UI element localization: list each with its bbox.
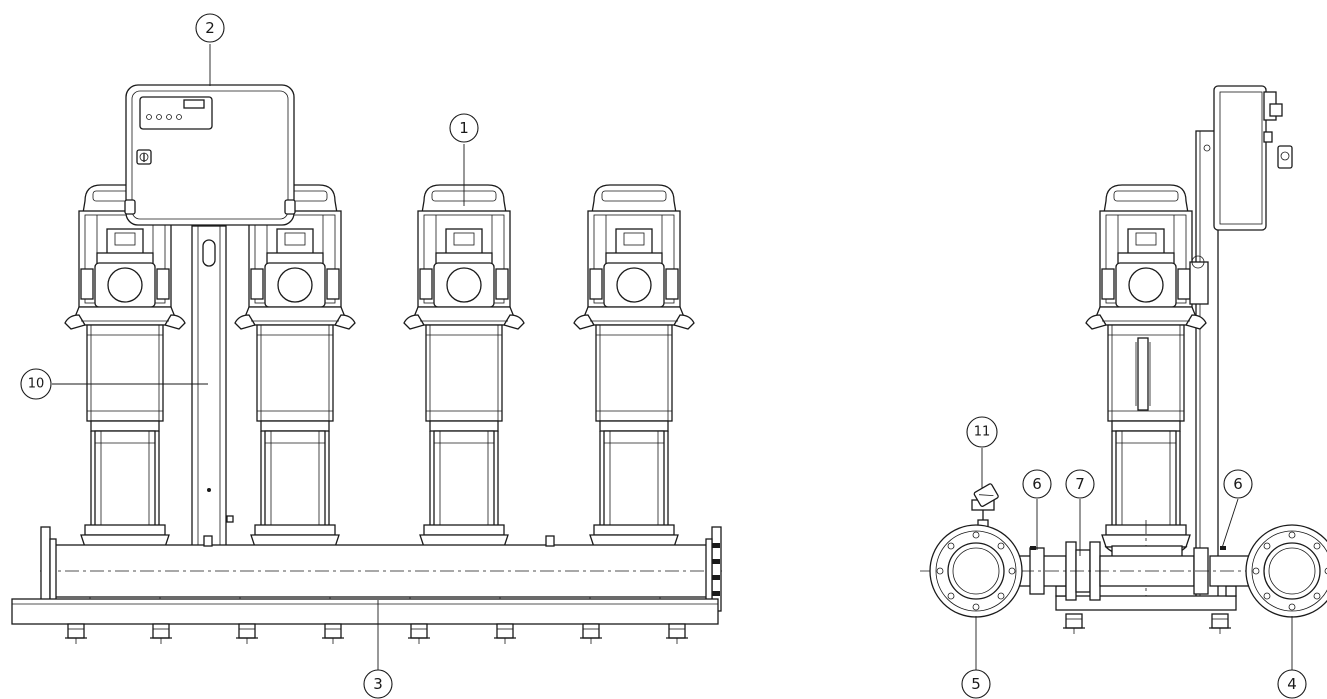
callout-6-right: 6 xyxy=(1223,469,1253,499)
mast xyxy=(1195,130,1219,602)
pump-3 xyxy=(403,184,525,558)
pressure-gauge xyxy=(971,483,999,531)
callout-10-label: 10 xyxy=(28,377,45,392)
callouts: 2 1 10 3 11 6 7 6 xyxy=(20,13,1307,699)
manifold-pipe xyxy=(40,526,722,612)
flange-left xyxy=(929,524,1023,618)
callout-2-label: 2 xyxy=(205,19,215,37)
pump-4 xyxy=(573,184,695,558)
control-panel xyxy=(124,84,296,226)
flange-right xyxy=(1245,524,1327,618)
callout-7-label: 7 xyxy=(1075,475,1085,493)
callout-11-label: 11 xyxy=(974,425,991,440)
callout-7: 7 xyxy=(1065,469,1095,499)
control-panel-support xyxy=(191,225,234,553)
callout-2: 2 xyxy=(195,13,225,43)
callout-3: 3 xyxy=(363,669,393,699)
callout-4: 4 xyxy=(1277,669,1307,699)
pump-1 xyxy=(64,184,186,558)
callout-11: 11 xyxy=(966,416,998,448)
pump-2 xyxy=(234,184,356,558)
callout-10: 10 xyxy=(20,368,52,400)
front-view xyxy=(11,84,722,645)
control-panel-side xyxy=(1213,85,1293,231)
callout-1: 1 xyxy=(449,113,479,143)
side-piping xyxy=(920,541,1327,601)
callout-3-label: 3 xyxy=(373,675,383,693)
callout-4-label: 4 xyxy=(1287,675,1297,693)
callout-6-left: 6 xyxy=(1022,469,1052,499)
callout-1-label: 1 xyxy=(459,119,469,137)
callout-6-left-label: 6 xyxy=(1032,475,1042,493)
side-view xyxy=(920,85,1327,635)
base-frame xyxy=(11,598,719,645)
callout-5-label: 5 xyxy=(971,675,981,693)
pump-side xyxy=(1085,184,1209,600)
callout-5: 5 xyxy=(961,669,991,699)
callout-6-right-label: 6 xyxy=(1233,475,1243,493)
